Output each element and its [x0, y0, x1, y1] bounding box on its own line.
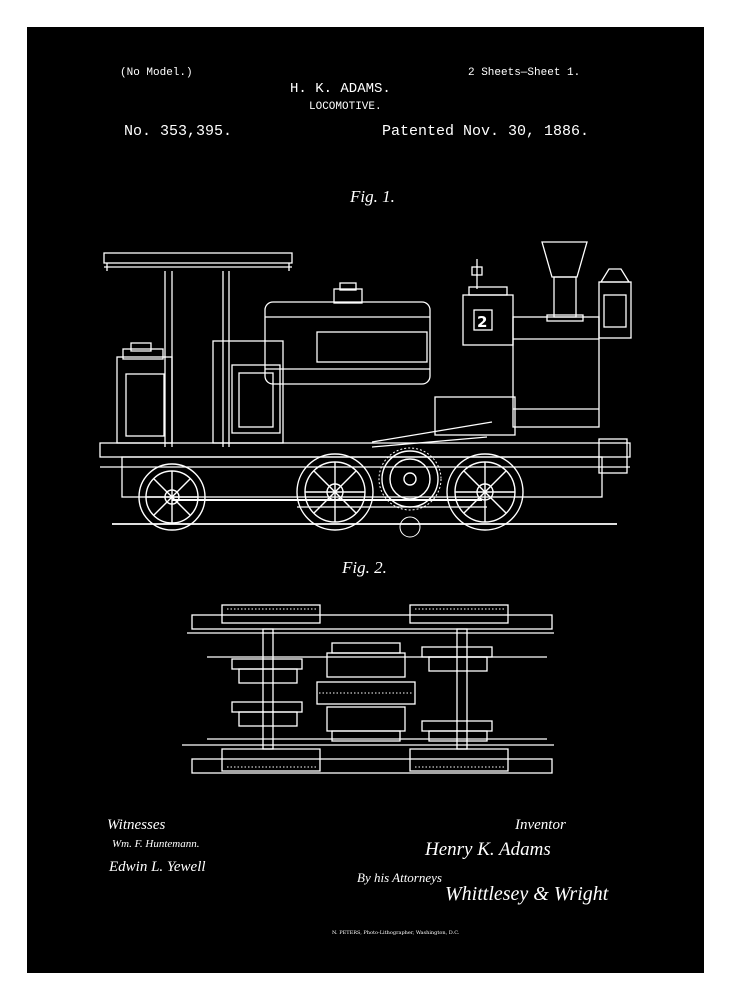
patent-number: No. 353,395.	[124, 123, 233, 140]
inventor-label: Inventor	[515, 817, 566, 833]
sheet-count: 2 Sheets—Sheet 1.	[468, 67, 581, 79]
locomotive-elevation-drawing: 2	[99, 241, 632, 538]
inventor-signature: Henry K. Adams	[425, 839, 551, 860]
fig1-label: Fig. 1.	[350, 187, 395, 206]
attorneys-signature: Whittlesey & Wright	[445, 883, 609, 905]
witness-2: Edwin L. Yewell	[109, 859, 206, 875]
inventor-heading: H. K. ADAMS.	[290, 81, 391, 97]
witness-1: Wm. F. Huntemann.	[112, 838, 200, 850]
cab-number-plate: 2	[477, 313, 487, 331]
witnesses-label: Witnesses	[107, 817, 166, 833]
patent-title: LOCOMOTIVE.	[309, 101, 382, 113]
attorneys-label: By his Attorneys	[357, 870, 442, 885]
patent-date: Patented Nov. 30, 1886.	[382, 123, 590, 140]
gear-plan-drawing	[182, 604, 554, 774]
no-model-note: (No Model.)	[120, 67, 193, 79]
fig2-label: Fig. 2.	[342, 558, 387, 577]
patent-poster: (No Model.) H. K. ADAMS. LOCOMOTIVE. 2 S…	[27, 27, 704, 973]
lithographer-imprint: N. PETERS, Photo-Lithographer, Washingto…	[332, 930, 460, 936]
